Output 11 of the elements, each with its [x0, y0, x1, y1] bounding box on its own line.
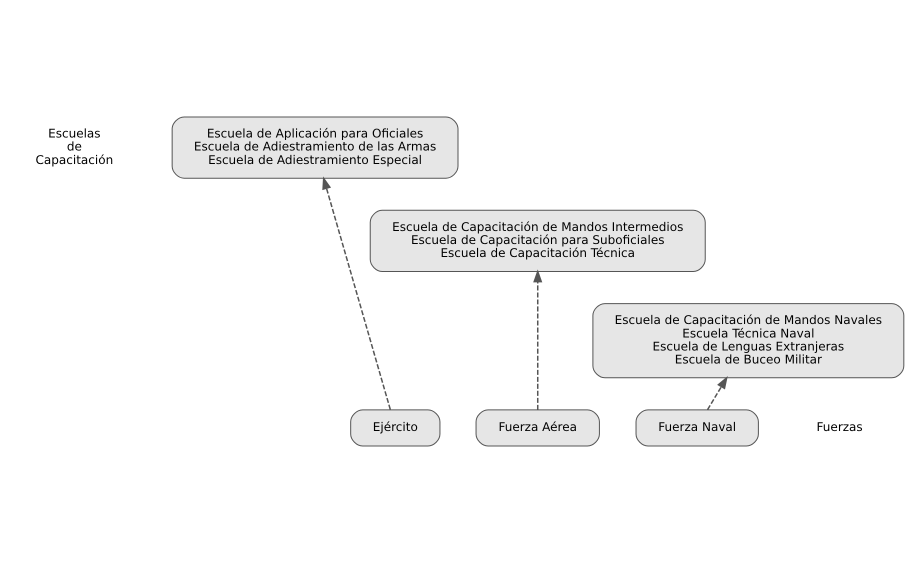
node-box: Fuerza Aérea	[476, 409, 600, 446]
arrow	[533, 269, 542, 410]
node-box: Escuela de Aplicación para Oficiales Escuela de Adiestramiento de las Armas Escuela de Adiestramiento Especial	[172, 116, 458, 179]
arrow	[706, 376, 728, 410]
node-box: Fuerza Naval	[636, 409, 759, 446]
node-box: Escuela de Capacitación de Mandos Navales Escuela Técnica Naval Escuela de Lenguas Extranjeras Escuela de Buceo Militar	[592, 303, 904, 378]
label: Fuerzas	[816, 420, 863, 434]
arrow	[322, 176, 392, 410]
node-box: Ejército	[350, 409, 440, 446]
node-box: Escuela de Capacitación de Mandos Intermedios Escuela de Capacitación para Suboficiales Escuela de Capacitación Técnica	[370, 210, 706, 272]
label: Escuelas de Capacitación	[36, 126, 114, 167]
